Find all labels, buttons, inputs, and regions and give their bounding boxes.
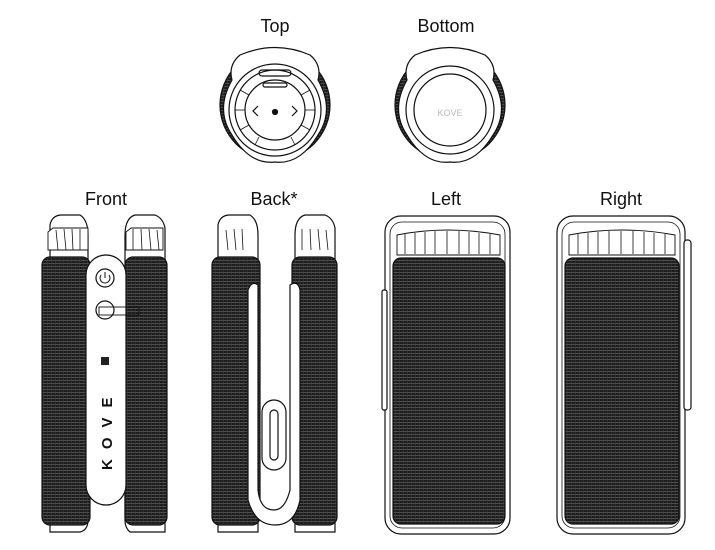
label-back: Back* — [250, 189, 298, 209]
front-view: KOVE — [41, 214, 168, 533]
label-bottom: Bottom — [417, 16, 475, 36]
svg-text:KOVE: KOVE — [99, 387, 116, 470]
right-view — [556, 215, 692, 535]
left-view — [381, 215, 511, 535]
back-view — [211, 214, 338, 533]
label-top: Top — [260, 16, 290, 36]
label-right: Right — [599, 189, 643, 209]
bottom-view: KOVE — [394, 46, 506, 163]
front-logo: KOVE — [99, 387, 116, 470]
label-front: Front — [84, 189, 128, 209]
top-view — [219, 46, 331, 163]
bottom-logo: KOVE — [437, 108, 462, 118]
label-left: Left — [430, 189, 462, 209]
